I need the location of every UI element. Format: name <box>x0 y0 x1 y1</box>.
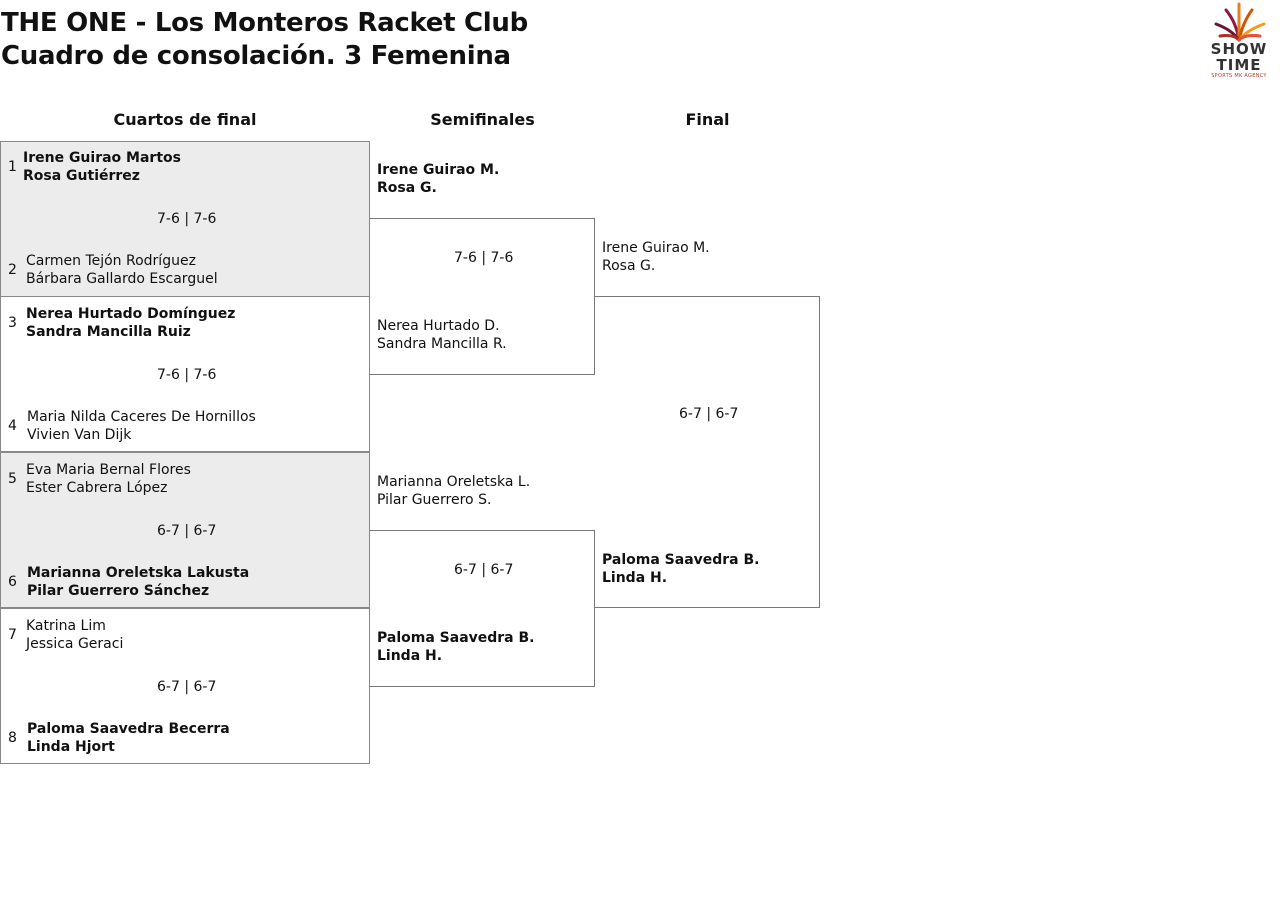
bracket-line <box>595 607 820 608</box>
seed-number: 1 <box>8 159 17 175</box>
player-name: Vivien Van Dijk <box>27 427 132 443</box>
bracket-line <box>819 296 820 608</box>
logo-word-1: SHOW <box>1210 40 1268 58</box>
team-entry: Paloma Saavedra B. Linda H. <box>377 629 535 665</box>
bracket-line <box>370 686 595 687</box>
player-name: Rosa G. <box>602 258 656 274</box>
player-name: Rosa Gutiérrez <box>23 168 140 184</box>
seed-number: 3 <box>8 315 17 331</box>
round-header-final: Final <box>685 110 730 129</box>
player-name: Pilar Guerrero S. <box>377 492 492 508</box>
round-header-semifinals: Semifinales <box>430 110 535 129</box>
tournament-title: THE ONE - Los Monteros Racket Club <box>1 8 528 38</box>
team-entry: Paloma Saavedra Becerra Linda Hjort <box>27 720 230 756</box>
player-name: Maria Nilda Caceres De Hornillos <box>27 409 256 425</box>
player-name: Linda H. <box>377 648 443 664</box>
seed-number: 7 <box>8 627 17 643</box>
player-name: Paloma Saavedra B. <box>377 630 535 646</box>
seed-number: 4 <box>8 418 17 434</box>
player-name: Jessica Geraci <box>26 636 124 652</box>
seed-number: 8 <box>8 730 17 746</box>
player-name: Bárbara Gallardo Escarguel <box>26 271 218 287</box>
player-name: Paloma Saavedra B. <box>602 552 760 568</box>
team-entry: Eva Maria Bernal Flores Ester Cabrera Ló… <box>26 461 191 497</box>
logo-tagline: SPORTS MK AGENCY <box>1211 73 1267 79</box>
fireworks-icon <box>1214 2 1266 42</box>
player-name: Sandra Mancilla R. <box>377 336 507 352</box>
player-name: Nerea Hurtado D. <box>377 318 500 334</box>
player-name: Sandra Mancilla Ruiz <box>26 324 191 340</box>
team-entry: Paloma Saavedra B. Linda H. <box>602 551 760 587</box>
player-name: Ester Cabrera López <box>26 480 168 496</box>
team-entry: Marianna Oreletska L. Pilar Guerrero S. <box>377 473 530 509</box>
team-entry: Marianna Oreletska Lakusta Pilar Guerrer… <box>27 564 249 600</box>
match-score: 7-6 | 7-6 <box>454 250 514 266</box>
quarterfinal-match-3 <box>0 452 370 608</box>
team-entry: Katrina Lim Jessica Geraci <box>26 617 123 653</box>
player-name: Pilar Guerrero Sánchez <box>27 583 210 599</box>
team-entry: Carmen Tejón Rodríguez Bárbara Gallardo … <box>26 252 218 288</box>
match-score: 7-6 | 7-6 <box>157 367 217 383</box>
player-name: Carmen Tejón Rodríguez <box>26 253 196 269</box>
player-name: Irene Guirao M. <box>602 240 710 256</box>
team-entry: Maria Nilda Caceres De Hornillos Vivien … <box>27 408 256 444</box>
bracket-line <box>370 374 595 375</box>
quarterfinal-match-4 <box>0 608 370 764</box>
round-header-quarterfinals: Cuartos de final <box>113 110 257 129</box>
bracket-line <box>594 530 595 687</box>
showtime-logo: SHOW TIME SPORTS MK AGENCY <box>1206 2 1272 82</box>
match-score: 6-7 | 6-7 <box>157 679 217 695</box>
team-entry: Nerea Hurtado D. Sandra Mancilla R. <box>377 317 507 353</box>
player-name: Katrina Lim <box>26 618 106 634</box>
bracket-line <box>370 218 595 219</box>
player-name: Rosa G. <box>377 180 437 196</box>
match-score: 6-7 | 6-7 <box>679 406 739 422</box>
player-name: Irene Guirao Martos <box>23 150 181 166</box>
quarterfinal-match-2 <box>0 296 370 452</box>
team-entry: Nerea Hurtado Domínguez Sandra Mancilla … <box>26 305 235 341</box>
seed-number: 2 <box>8 262 17 278</box>
seed-number: 6 <box>8 574 17 590</box>
seed-number: 5 <box>8 471 17 487</box>
player-name: Eva Maria Bernal Flores <box>26 462 191 478</box>
bracket-line <box>594 218 595 375</box>
team-entry: Irene Guirao M. Rosa G. <box>602 239 710 275</box>
bracket-line <box>370 530 595 531</box>
player-name: Marianna Oreletska L. <box>377 474 531 490</box>
player-name: Marianna Oreletska Lakusta <box>27 565 250 581</box>
player-name: Nerea Hurtado Domínguez <box>26 306 236 322</box>
player-name: Linda Hjort <box>27 739 115 755</box>
quarterfinal-match-1 <box>0 141 370 297</box>
logo-word-2: TIME <box>1216 56 1262 74</box>
team-entry: Irene Guirao Martos Rosa Gutiérrez <box>23 149 181 185</box>
player-name: Linda H. <box>602 570 668 586</box>
team-entry: Irene Guirao M. Rosa G. <box>377 161 499 197</box>
player-name: Paloma Saavedra Becerra <box>27 721 230 737</box>
draw-subtitle: Cuadro de consolación. 3 Femenina <box>1 41 511 71</box>
match-score: 7-6 | 7-6 <box>157 211 217 227</box>
player-name: Irene Guirao M. <box>377 162 500 178</box>
bracket-line <box>595 296 820 297</box>
match-score: 6-7 | 6-7 <box>157 523 217 539</box>
match-score: 6-7 | 6-7 <box>454 562 514 578</box>
